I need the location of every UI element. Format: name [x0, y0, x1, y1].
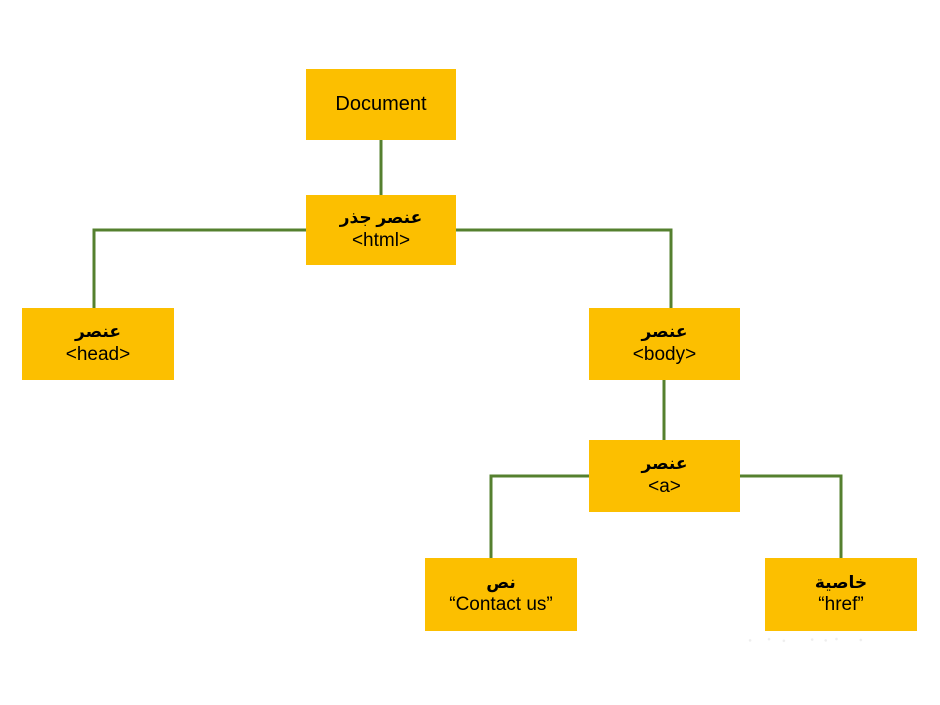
- edge-anchor-to-attribute: [740, 474, 843, 558]
- node-anchor-label-ar: عنصر: [641, 454, 688, 474]
- node-body-tag: <body>: [632, 343, 697, 365]
- edge-html-to-head: [92, 228, 306, 308]
- node-attribute-value: “href”: [818, 594, 864, 616]
- node-attribute-label-ar: خاصية: [814, 572, 868, 592]
- node-html-tag: <html>: [351, 229, 411, 251]
- edge-html-to-body: [456, 228, 673, 308]
- node-html-label-ar: عنصر جذر: [339, 208, 423, 228]
- node-text-node[interactable]: نص “Contact us”: [425, 558, 577, 631]
- node-anchor-tag: <a>: [648, 475, 681, 497]
- node-head-label-ar: عنصر: [75, 322, 121, 342]
- node-body-label-ar: عنصر: [641, 322, 688, 342]
- node-head-tag: <head>: [65, 343, 131, 365]
- node-element-anchor[interactable]: عنصر <a>: [589, 440, 740, 512]
- node-document-label: Document: [335, 93, 427, 116]
- scan-artifact: [742, 636, 877, 644]
- node-text-value: “Contact us”: [449, 594, 553, 616]
- node-document[interactable]: Document: [306, 69, 456, 140]
- node-root-element-html[interactable]: عنصر جذر <html>: [306, 195, 456, 265]
- node-attribute-node[interactable]: خاصية “href”: [765, 558, 917, 631]
- node-element-body[interactable]: عنصر <body>: [589, 308, 740, 380]
- node-text-label-ar: نص: [486, 572, 516, 592]
- edge-anchor-to-text: [489, 474, 589, 558]
- node-element-head[interactable]: عنصر <head>: [22, 308, 174, 380]
